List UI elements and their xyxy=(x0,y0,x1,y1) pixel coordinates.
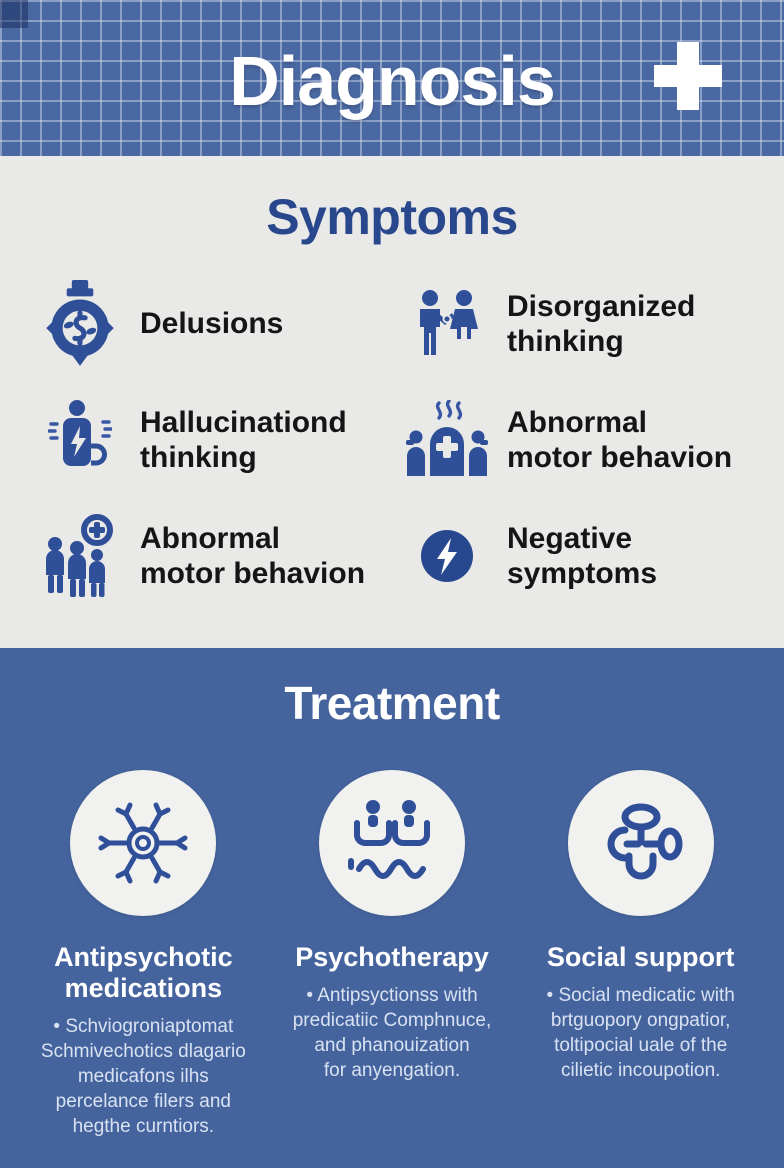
treatment-section: Treatment xyxy=(0,648,784,1168)
treatment-body: • Antipsyctionss with predicatiic Comphn… xyxy=(292,985,492,1082)
treatment-heading: Social support xyxy=(546,942,735,972)
symptom-label: Abnormal motor behavion xyxy=(140,521,366,590)
stopwatch-icon xyxy=(36,279,124,369)
treatment-column-social-support: Social support • Social medicatic with b… xyxy=(521,770,760,1139)
symptom-item-hallucination: Hallucinationd thinking xyxy=(36,392,391,488)
symptoms-section: Symptoms xyxy=(0,156,784,648)
treatment-column-psychotherapy: Psychotherapy • Antipsyctionss with pred… xyxy=(273,770,512,1139)
treatment-heading: Psychotherapy xyxy=(295,942,489,972)
therapy-figures-icon xyxy=(319,770,465,916)
symptom-item-disorganized-thinking: Disorganized thinking xyxy=(403,276,754,372)
group-plus-icon xyxy=(36,513,124,599)
treatment-body: • Social medicatic with brtguopory ongpa… xyxy=(546,985,735,1082)
symptom-item-abnormal-motor-2: Abnormal motor behavion xyxy=(36,508,391,604)
symptom-label: Disorganized thinking xyxy=(507,289,696,358)
bolt-circle-icon xyxy=(403,529,491,583)
treatment-column-medications: Antipsychotic medications • Schviogronia… xyxy=(24,770,263,1139)
group-steam-cross-icon xyxy=(403,400,491,480)
page-title: Diagnosis xyxy=(229,42,556,120)
symptom-label: Negative symptoms xyxy=(507,521,658,590)
symptom-item-negative: Negative symptoms xyxy=(403,508,754,604)
people-holding-hands-icon xyxy=(403,289,491,359)
symptom-label: Abnormal motor behavion xyxy=(507,405,733,474)
treatment-columns: Antipsychotic medications • Schviogronia… xyxy=(0,770,784,1139)
symptom-item-abnormal-motor: Abnormal motor behavion xyxy=(403,392,754,488)
symptom-label: Delusions xyxy=(140,307,284,341)
neuron-icon xyxy=(70,770,217,916)
social-network-icon xyxy=(567,770,714,916)
symptom-label: Hallucinationd thinking xyxy=(140,405,347,474)
symptom-item-delusions: Delusions xyxy=(36,276,391,372)
header: Diagnosis xyxy=(0,0,784,156)
symptoms-title: Symptoms xyxy=(266,189,518,245)
medical-cross-icon xyxy=(652,40,724,112)
treatment-title: Treatment xyxy=(284,677,500,729)
person-bolt-mug-icon xyxy=(36,398,124,482)
treatment-heading: Antipsychotic medications xyxy=(54,942,233,1004)
treatment-body: • Schviogroniaptomat Schmivechotics dlag… xyxy=(40,1016,246,1138)
symptoms-grid: Delusions xyxy=(0,276,784,604)
